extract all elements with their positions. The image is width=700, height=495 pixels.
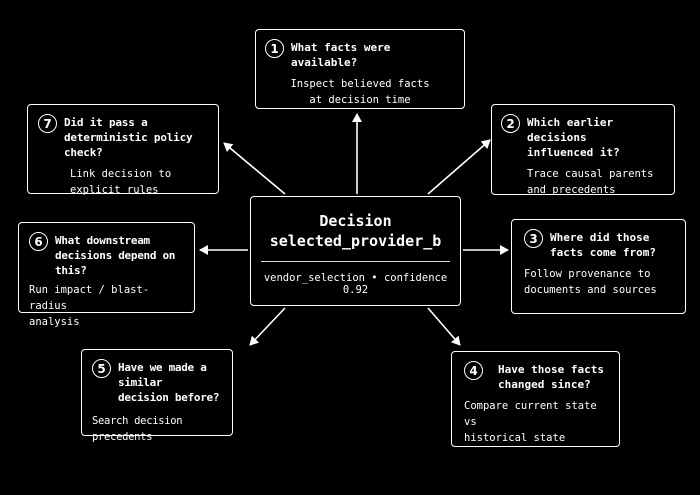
decision-title: Decision selected_provider_b [251, 211, 460, 251]
node-6-box: 6 What downstream decisions depend on th… [18, 222, 195, 328]
node-7-description: Link decision to explicit rules [70, 168, 172, 196]
decision-center-box: Decision selected_provider_b vendor_sele… [250, 196, 461, 306]
decision-confidence-value: 0.92 [342, 284, 369, 296]
node-4-number: 4 [464, 361, 483, 380]
node-1-box: 1 What facts were available? Inspect bel… [255, 29, 465, 109]
arrow-to-node-5 [249, 307, 286, 346]
node-3-description: Follow provenance to documents and sourc… [524, 268, 657, 296]
node-5-question: Have we made a similar decision before? [118, 361, 220, 404]
node-4-question: Have those facts changed since? [498, 363, 604, 391]
node-4-description: Compare current state vs historical stat… [464, 400, 597, 444]
node-6-question: What downstream decisions depend on this… [55, 234, 176, 277]
decision-separator: • [371, 272, 378, 284]
node-2-box: 2 Which earlier decisions influenced it?… [491, 104, 675, 196]
node-7-number: 7 [38, 114, 57, 133]
node-3-number: 3 [524, 229, 543, 248]
node-3-box: 3 Where did those facts come from? Follo… [511, 219, 686, 314]
node-2-description: Trace causal parents and precedents [527, 168, 654, 196]
arrow-to-node-2 [427, 139, 491, 195]
decision-label: Decision [319, 212, 392, 230]
node-5-number: 5 [92, 359, 111, 378]
node-7-box: 7 Did it pass a deterministic policy che… [27, 104, 219, 196]
decision-name: selected_provider_b [269, 232, 442, 250]
node-6-number: 6 [29, 232, 48, 251]
node-1-description: Inspect believed facts at decision time [290, 78, 430, 106]
node-2-question: Which earlier decisions influenced it? [527, 116, 620, 159]
node-6-description: Run impact / blast-radius analysis [29, 284, 150, 328]
node-3-question: Where did those facts come from? [550, 231, 656, 259]
node-4-box: 4 Have those facts changed since? Compar… [451, 351, 620, 447]
decision-category: vendor_selection [263, 272, 365, 284]
node-7-question: Did it pass a deterministic policy check… [64, 116, 193, 159]
node-5-box: 5 Have we made a similar decision before… [81, 349, 233, 443]
node-2-number: 2 [501, 114, 520, 133]
node-5-description: Search decision precedents [92, 415, 183, 443]
decision-divider [261, 261, 450, 262]
node-1-question: What facts were available? [291, 41, 391, 69]
arrow-to-node-4 [427, 307, 461, 346]
decision-confidence-label: confidence [383, 272, 448, 284]
arrow-to-node-7 [223, 142, 286, 195]
node-1-number: 1 [265, 39, 284, 58]
decision-meta: vendor_selection • confidence 0.92 [251, 272, 460, 296]
